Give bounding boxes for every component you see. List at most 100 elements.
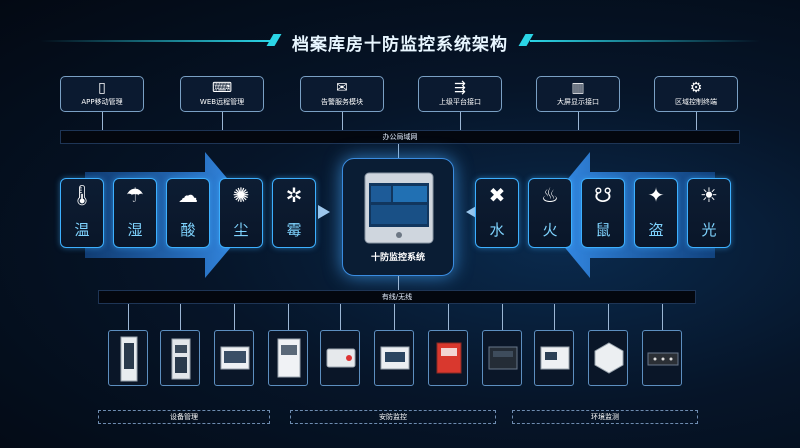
device-connector	[128, 304, 129, 330]
device-panel-switch-icon	[647, 352, 679, 366]
sensor-label: 光	[701, 221, 717, 239]
rain-cloud-icon: ☂	[126, 183, 144, 207]
sensor-card: ✲霉	[272, 178, 316, 248]
device-control-cabinet-icon	[171, 338, 191, 380]
sensor-card: ✦盗	[634, 178, 678, 248]
top-module-connector	[578, 112, 579, 130]
top-module-connector	[102, 112, 103, 130]
device-purifier-icon	[326, 348, 356, 368]
message-bubble-icon: ✉	[336, 80, 348, 96]
device-connector	[234, 304, 235, 330]
sensor-label: 火	[542, 221, 558, 239]
title-line-left	[40, 40, 270, 42]
device-connector	[554, 304, 555, 330]
device-tall-cabinet	[108, 330, 148, 386]
wired-bar: 有线/无线	[98, 290, 696, 304]
sensor-card: ✖水	[475, 178, 519, 248]
device-air-conditioner	[214, 330, 254, 386]
top-module-connector	[222, 112, 223, 130]
device-connector	[340, 304, 341, 330]
top-module-box[interactable]: ✉ 告警服务模块	[300, 76, 384, 112]
sensor-label: 酸	[180, 221, 196, 239]
sensor-label: 尘	[233, 221, 249, 239]
thermometer-icon: 🌡	[69, 183, 95, 207]
top-module-label: 大屏显示接口	[557, 98, 599, 106]
top-module-label: WEB远程管理	[199, 98, 245, 106]
device-connector	[394, 304, 395, 330]
device-connector	[608, 304, 609, 330]
left-pointer-triangle	[318, 205, 330, 219]
device-connector	[180, 304, 181, 330]
device-tall-cabinet-icon	[120, 336, 138, 382]
top-module-box[interactable]: ⌨ WEB远程管理	[180, 76, 264, 112]
top-module-label: 告警服务模块	[321, 98, 363, 106]
sun-icon: ☀	[700, 183, 718, 207]
sensor-label: 湿	[127, 221, 143, 239]
device-connector	[662, 304, 663, 330]
control-terminal-icon: ⚙	[689, 80, 703, 96]
device-connector	[502, 304, 503, 330]
category-label: 安防监控	[290, 410, 496, 424]
top-module-box[interactable]: ▥ 大屏显示接口	[536, 76, 620, 112]
device-dark-unit-icon	[488, 346, 518, 370]
sensor-label: 盗	[648, 221, 664, 239]
device-controller	[374, 330, 414, 386]
bug-icon: ✲	[285, 183, 303, 207]
diagram-title: 档案库房十防监控系统架构	[292, 35, 508, 55]
device-control-cabinet	[160, 330, 200, 386]
device-dehumidifier	[268, 330, 308, 386]
sensor-label: 霉	[286, 221, 302, 239]
mobile-phone-icon: ▯	[98, 80, 106, 96]
device-connector	[448, 304, 449, 330]
device-sensor-cube	[588, 330, 628, 386]
sensor-card: ☁酸	[166, 178, 210, 248]
sensor-card: ☂湿	[113, 178, 157, 248]
top-module-box[interactable]: ▯ APP移动管理	[60, 76, 144, 112]
device-controller-icon	[380, 346, 410, 370]
center-system-label: 十防监控系统	[370, 253, 425, 263]
sensor-card: ♨火	[528, 178, 572, 248]
device-sensor-cube-icon	[594, 342, 624, 374]
mouse-icon: ☋	[594, 183, 612, 207]
device-fire-alarm	[428, 330, 468, 386]
network-bar: 办公局域网	[60, 130, 740, 144]
monitor-device-icon	[364, 172, 434, 244]
device-white-unit	[534, 330, 574, 386]
device-dark-unit	[482, 330, 522, 386]
category-label: 设备管理	[98, 410, 270, 424]
device-connector	[288, 304, 289, 330]
top-module-connector	[696, 112, 697, 130]
top-module-label: APP移动管理	[81, 98, 123, 106]
top-module-connector	[460, 112, 461, 130]
sensor-label: 水	[489, 221, 505, 239]
top-module-connector	[342, 112, 343, 130]
top-module-label: 上级平台接口	[439, 98, 481, 106]
top-module-label: 区域控制终端	[675, 98, 717, 106]
device-air-conditioner-icon	[220, 346, 250, 370]
connector-center-wired	[398, 276, 399, 290]
laptop-icon: ⌨	[211, 80, 233, 96]
sensor-label: 鼠	[595, 221, 611, 239]
top-module-box[interactable]: ⇶ 上级平台接口	[418, 76, 502, 112]
bar-chart-icon: ▥	[571, 80, 585, 96]
center-system-panel	[342, 158, 454, 276]
flame-icon: ♨	[541, 183, 559, 207]
device-panel-switch	[642, 330, 682, 386]
category-label: 环境监测	[512, 410, 698, 424]
sensor-card: ✺尘	[219, 178, 263, 248]
water-leak-icon: ✖	[488, 183, 506, 207]
sensor-card: 🌡温	[60, 178, 104, 248]
device-dehumidifier-icon	[277, 338, 301, 378]
device-purifier	[320, 330, 360, 386]
sensor-label: 温	[74, 221, 90, 239]
network-tree-icon: ⇶	[454, 80, 466, 96]
sensor-card: ☋鼠	[581, 178, 625, 248]
top-module-box[interactable]: ⚙ 区域控制终端	[654, 76, 738, 112]
connector-network-center	[398, 144, 399, 158]
cigarette-icon: ☁	[178, 183, 198, 207]
device-white-unit-icon	[540, 346, 570, 370]
running-thief-icon: ✦	[647, 183, 665, 207]
title-line-right	[530, 40, 760, 42]
device-fire-alarm-icon	[436, 342, 462, 374]
